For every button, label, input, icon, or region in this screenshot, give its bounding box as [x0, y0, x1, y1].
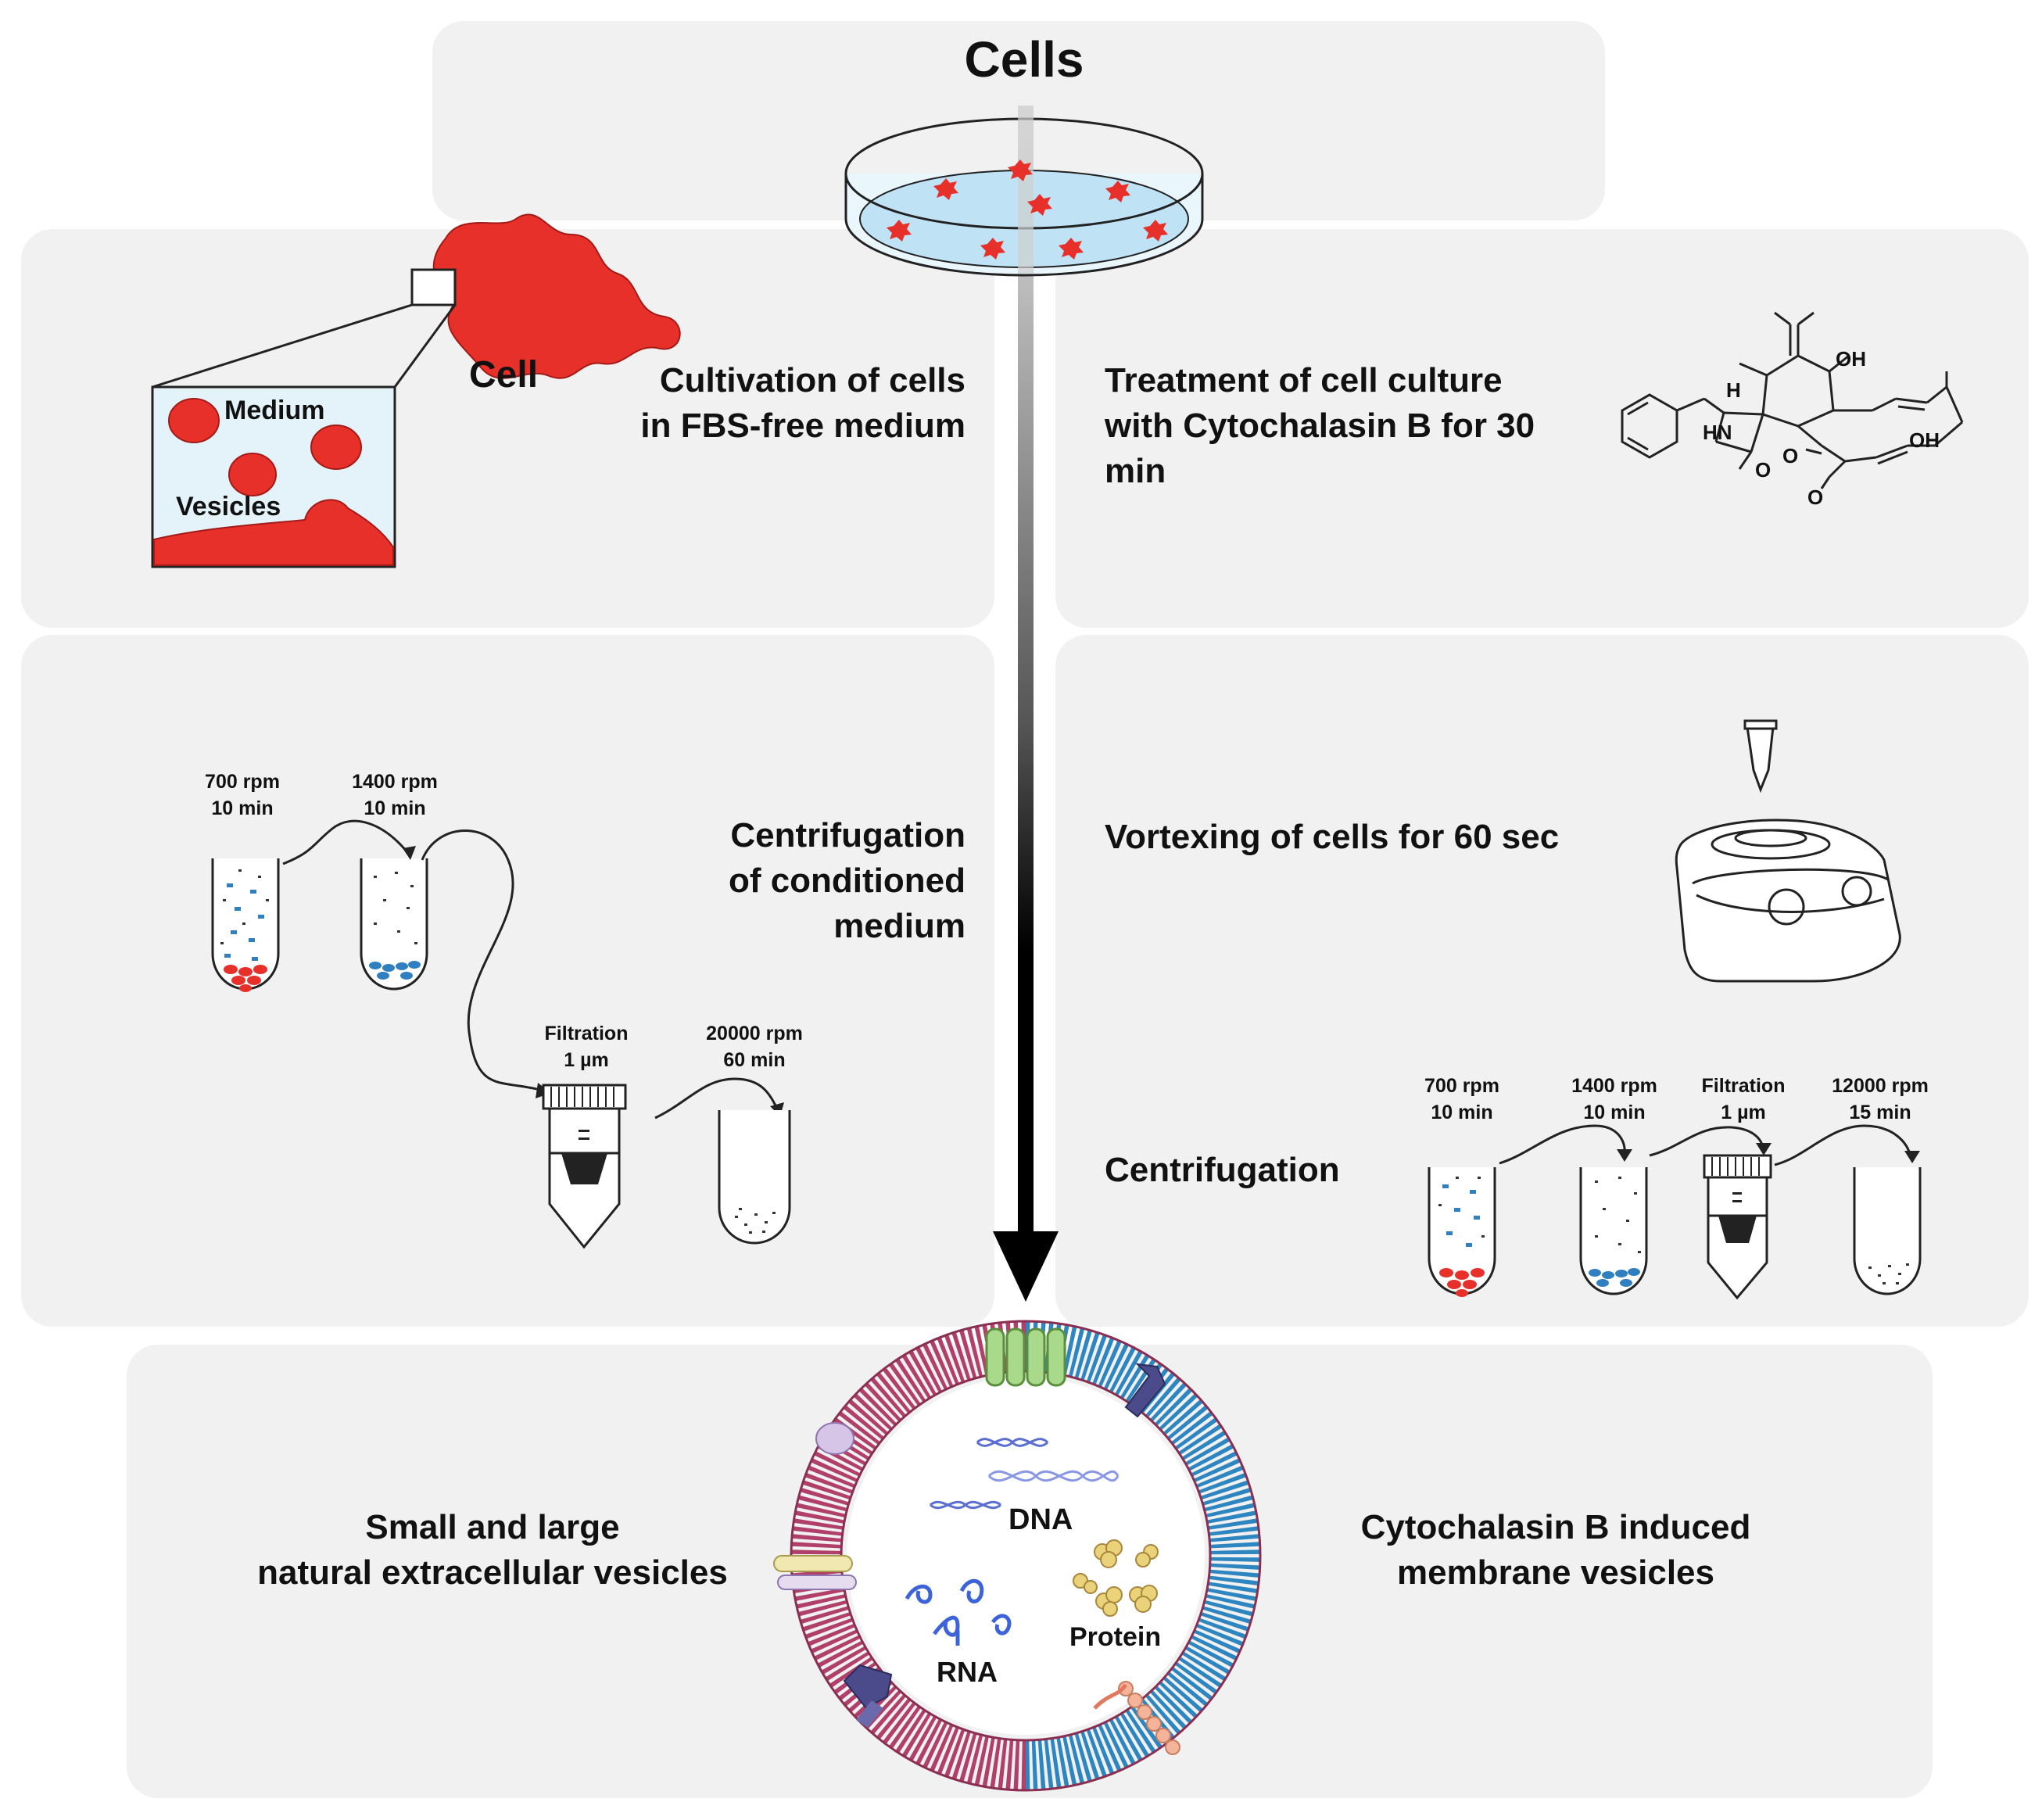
conditioned-line-3: medium	[833, 907, 965, 945]
left-spin2-time: 10 min	[364, 797, 426, 819]
left-tube-3	[718, 1110, 791, 1245]
vesicle-illustration	[773, 1320, 1262, 1792]
left-spin1-label: 700 rpm 10 min	[188, 768, 297, 822]
centrifugation-conditioned-step: Centrifugation of conditioned medium	[625, 813, 965, 949]
protein-icon	[1073, 1539, 1159, 1617]
left-spin2-rpm: 1400 rpm	[352, 771, 438, 793]
process-arrow	[993, 106, 1059, 1302]
left-tube-2	[360, 858, 428, 991]
right-filter-unit	[1703, 1154, 1772, 1300]
left-tube-1	[211, 858, 280, 992]
cultivation-step: Cultivation of cells in FBS-free medium	[547, 358, 965, 449]
right-spin3-rpm: 12000 rpm	[1832, 1075, 1929, 1097]
protein-chain	[1118, 1681, 1180, 1755]
treatment-line-3: min	[1105, 452, 1166, 490]
left-spin2-label: 1400 rpm 10 min	[336, 768, 453, 822]
svg-text:H: H	[1726, 378, 1741, 402]
right-spin3-time: 15 min	[1849, 1102, 1911, 1123]
cell-icon	[152, 213, 681, 389]
right-filtration-label: Filtration 1 µm	[1685, 1073, 1802, 1126]
membrane-protein-channel	[985, 1327, 1066, 1387]
conditioned-line-1: Centrifugation	[730, 816, 965, 854]
natural-vesicles-label: Small and large natural extracellular ve…	[211, 1505, 774, 1596]
cytochalasin-b-structure	[1621, 311, 1964, 489]
rna-label: RNA	[937, 1656, 998, 1688]
right-filtration-title: Filtration	[1701, 1075, 1786, 1097]
rna-icon	[905, 1579, 1012, 1646]
centrifugation-step: Centrifugation	[1105, 1151, 1340, 1189]
left-mid-panel	[21, 635, 994, 1327]
induced-vesicles-label: Cytochalasin B induced membrane vesicles	[1282, 1505, 1829, 1596]
natural-vesicles-line-1: Small and large	[365, 1508, 620, 1546]
right-filtration-size: 1 µm	[1721, 1102, 1766, 1123]
cell-label: Cell	[469, 354, 539, 396]
medium-inset	[151, 385, 396, 568]
left-spin1-rpm: 700 rpm	[205, 771, 280, 793]
left-spin3-time: 60 min	[723, 1049, 786, 1071]
natural-vesicles-line-2: natural extracellular vesicles	[257, 1553, 728, 1592]
left-spin3-label: 20000 rpm 60 min	[688, 1020, 821, 1073]
left-spin1-time: 10 min	[211, 797, 274, 819]
dna-icon	[930, 1438, 1120, 1510]
svg-text:O: O	[1782, 444, 1798, 468]
cells-title: Cells	[964, 31, 1084, 88]
left-filter-unit	[542, 1084, 627, 1249]
right-arrows	[1499, 1124, 1920, 1166]
svg-text:OH: OH	[1836, 347, 1866, 371]
dna-label: DNA	[1008, 1503, 1073, 1536]
treatment-line-2: with Cytochalasin B for 30	[1105, 407, 1535, 445]
right-spin1-time: 10 min	[1431, 1102, 1493, 1123]
treatment-step: Treatment of cell culture with Cytochala…	[1105, 358, 1605, 494]
svg-text:O: O	[1807, 485, 1823, 509]
svg-text:O: O	[1755, 458, 1771, 482]
vortex-step: Vortexing of cells for 60 sec	[1105, 818, 1560, 856]
protein-label: Protein	[1069, 1622, 1162, 1652]
right-spin1-rpm: 700 rpm	[1424, 1075, 1499, 1097]
petri-dish-icon	[844, 106, 1204, 277]
induced-vesicles-line-1: Cytochalasin B induced	[1360, 1508, 1751, 1546]
left-spin3-rpm: 20000 rpm	[706, 1023, 803, 1044]
cultivation-line-2: in FBS-free medium	[640, 407, 965, 445]
membrane-receptor-right	[1124, 1363, 1166, 1418]
svg-text:HN: HN	[1703, 421, 1732, 444]
svg-text:OH: OH	[1909, 428, 1940, 452]
membrane-adhesion-protein	[773, 1555, 857, 1590]
right-tube-3	[1853, 1167, 1922, 1295]
right-top-panel	[1055, 229, 2029, 628]
right-spin1-label: 700 rpm 10 min	[1407, 1073, 1517, 1126]
right-spin3-label: 12000 rpm 15 min	[1814, 1073, 1947, 1126]
medium-label: Medium	[224, 396, 325, 425]
induced-vesicles-line-2: membrane vesicles	[1396, 1553, 1715, 1592]
treatment-line-1: Treatment of cell culture	[1105, 361, 1503, 399]
right-spin2-rpm: 1400 rpm	[1571, 1075, 1657, 1097]
right-spin2-time: 10 min	[1583, 1102, 1646, 1123]
left-filtration-title: Filtration	[544, 1023, 629, 1044]
left-filtration-label: Filtration 1 µm	[528, 1020, 645, 1073]
vortex-mixer-icon	[1675, 719, 1901, 983]
vesicles-label: Vesicles	[176, 492, 281, 521]
right-spin2-label: 1400 rpm 10 min	[1556, 1073, 1673, 1126]
right-tube-2	[1579, 1167, 1648, 1295]
left-filtration-size: 1 µm	[564, 1049, 609, 1071]
right-tube-1	[1428, 1167, 1496, 1297]
cultivation-line-1: Cultivation of cells	[659, 361, 965, 399]
molecule-labels: OH H HN OH O O O	[1703, 347, 1940, 509]
membrane-receptor-left	[843, 1664, 893, 1728]
conditioned-line-2: of conditioned	[728, 862, 965, 900]
